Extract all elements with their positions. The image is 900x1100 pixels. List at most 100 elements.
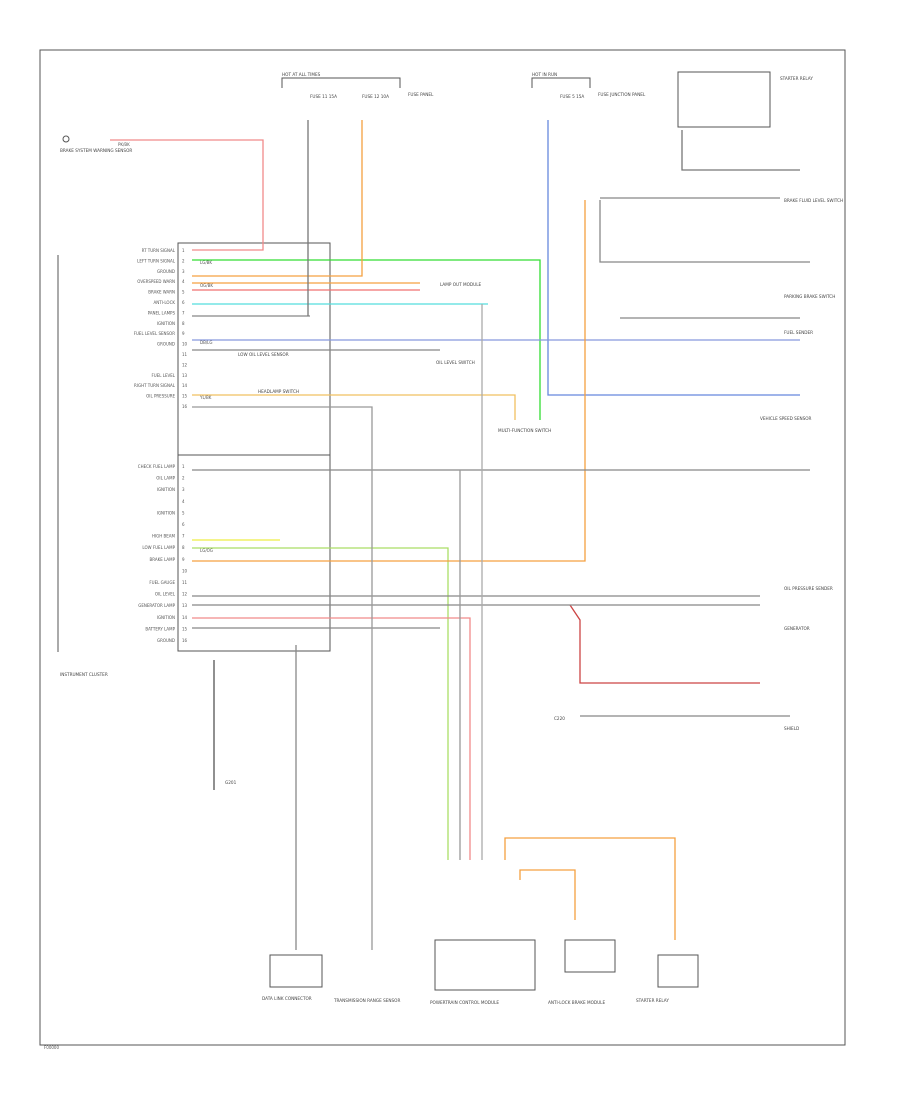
- brake-sensor-symbol: [62, 135, 70, 143]
- wire-orange-4: [519, 869, 576, 920]
- cluster-pin-label: IGNITION: [157, 487, 175, 492]
- fuse-right-label: FUSE 5 15A: [560, 94, 584, 99]
- wire-blue: [547, 120, 800, 396]
- tag-blue: DB/LG: [200, 340, 213, 345]
- cluster-pin-number: 5: [182, 510, 185, 515]
- hot-label-left: HOT AT ALL TIMES: [282, 72, 321, 77]
- low-oil-label: LOW OIL LEVEL SENSOR: [238, 352, 289, 357]
- multifunction-label: MULTI-FUNCTION SWITCH: [498, 428, 551, 433]
- cluster-pin-number: 9: [182, 557, 185, 562]
- cluster-pin-number: 11: [182, 580, 188, 585]
- pcm-box: [434, 939, 536, 991]
- cluster-pin-number: 14: [182, 615, 188, 620]
- wire-red-2: [569, 604, 760, 684]
- cluster-pin-number: 16: [182, 404, 188, 409]
- wire-gray-set: [192, 315, 810, 629]
- cluster-pin-label: IGNITION: [157, 510, 175, 515]
- wire-gray-7: [580, 317, 800, 717]
- data-link-label: DATA LINK CONNECTOR: [262, 996, 312, 1001]
- cluster-pin-label: FUEL LEVEL SENSOR: [134, 331, 176, 336]
- cluster-pin-label: OIL LAMP: [156, 476, 175, 481]
- speed-sensor-label: VEHICLE SPEED SENSOR: [760, 416, 812, 421]
- cluster-pin-number: 6: [182, 300, 185, 305]
- cluster-pin-label: LOW FUEL LAMP: [142, 545, 175, 550]
- cluster-pin-label: CHECK FUEL LAMP: [138, 464, 176, 469]
- brake-fluid-label: BRAKE FLUID LEVEL SWITCH: [784, 198, 843, 203]
- cluster-pin-number: 8: [182, 321, 185, 326]
- cluster-pin-number: 1: [182, 248, 185, 253]
- cluster-pin-label: LEFT TURN SIGNAL: [137, 258, 176, 263]
- cluster-pin-number: 8: [182, 545, 185, 550]
- tag-green: LG/BK: [200, 260, 212, 265]
- oil-sender-label: OIL PRESSURE SENDER: [784, 586, 833, 591]
- cluster-pin-number: 2: [182, 258, 185, 263]
- abs-label: ANTI-LOCK BRAKE MODULE: [548, 1000, 606, 1005]
- cluster-pin-label: GROUND: [157, 269, 175, 274]
- cluster-pin-number: 11: [182, 352, 188, 357]
- fuse-left-label: FUSE 11 15A: [310, 94, 337, 99]
- cluster-pin-label: OVERSPEED WARN: [137, 279, 175, 284]
- lamp-out-label: LAMP OUT MODULE: [440, 282, 482, 287]
- trs-label: STARTER RELAY: [636, 998, 669, 1003]
- cluster-pin-number: 3: [182, 487, 185, 492]
- wire-lightgreen: [192, 547, 449, 860]
- cluster-pin-label: GENERATOR LAMP: [138, 603, 175, 608]
- wire-orange: [192, 120, 420, 284]
- cluster-pin-number: 15: [182, 626, 188, 631]
- wire-gray-8: [681, 130, 800, 171]
- cluster-pin-number: 1: [182, 464, 185, 469]
- hot-label-right: HOT IN RUN: [532, 72, 557, 77]
- cluster-pin-label: GROUND: [157, 342, 175, 347]
- wire-orange-3: [504, 837, 676, 940]
- cluster-box: [177, 242, 331, 652]
- fuse-box-label: FUSE PANEL: [408, 92, 434, 97]
- cluster-pin-label: RT TURN SIGNAL: [142, 248, 176, 253]
- cluster-pin-label: FUEL LEVEL: [151, 373, 175, 378]
- generator-label: GENERATOR: [784, 626, 810, 631]
- cluster-pin-label: FUEL GAUGE: [149, 580, 175, 585]
- footer-code: F00000: [44, 1045, 59, 1050]
- cluster-pin-number: 2: [182, 476, 185, 481]
- cluster-pin-number: 10: [182, 342, 188, 347]
- cluster-pin-label: ANTI-LOCK: [154, 300, 176, 305]
- cluster-pin-label: BRAKE WARN: [148, 290, 175, 295]
- cluster-pin-label: HIGH BEAM: [152, 534, 176, 539]
- cluster-pin-number: 14: [182, 383, 188, 388]
- cluster-pin-label: PANEL LAMPS: [148, 310, 176, 315]
- abs-box: [564, 939, 616, 973]
- cluster-pin-label: OIL LEVEL: [155, 592, 176, 597]
- cluster-pin-number: 12: [182, 362, 188, 367]
- tag-pink: PK/BK: [118, 142, 130, 147]
- fuel-sender-label: FUEL SENDER: [784, 330, 813, 335]
- fuse-box-top: [281, 77, 401, 88]
- oil-switch-label: OIL LEVEL SWITCH: [436, 360, 475, 365]
- cluster-pin-label: IGNITION: [157, 321, 175, 326]
- wire-yellow: [192, 394, 516, 420]
- cluster-pin-number: 13: [182, 373, 188, 378]
- wire-orange-2: [192, 200, 586, 562]
- wire-pink-2: [192, 617, 471, 860]
- cluster-pin-number: 13: [182, 603, 188, 608]
- cluster-pin-number: 12: [182, 592, 188, 597]
- cluster-pin-label: RIGHT TURN SIGNAL: [134, 383, 176, 388]
- fuse-box-right: [531, 77, 591, 88]
- park-brake-label: PARKING BRAKE SWITCH: [784, 294, 835, 299]
- cluster-pin-number: 7: [182, 534, 185, 539]
- wire-gray-6: [599, 197, 810, 263]
- pkg-connector-label: C220: [554, 716, 565, 721]
- relay-box: [677, 71, 771, 128]
- cluster-pin-number: 9: [182, 331, 185, 336]
- cluster-pin-number: 10: [182, 568, 188, 573]
- cluster-pin-number: 16: [182, 638, 188, 643]
- cluster-pin-label: OIL PRESSURE: [146, 394, 175, 399]
- brake-sensor-label: BRAKE SYSTEM WARNING SENSOR: [60, 148, 132, 153]
- relay-label: STARTER RELAY: [780, 76, 813, 81]
- wire-pink: [110, 139, 264, 251]
- cluster-pin-number: 4: [182, 499, 185, 504]
- cluster-pin-label: IGNITION: [157, 615, 175, 620]
- cluster-pin-number: 4: [182, 279, 185, 284]
- cluster-label: INSTRUMENT CLUSTER: [60, 672, 108, 677]
- cluster-pin-number: 5: [182, 290, 185, 295]
- trs-box: [657, 954, 699, 988]
